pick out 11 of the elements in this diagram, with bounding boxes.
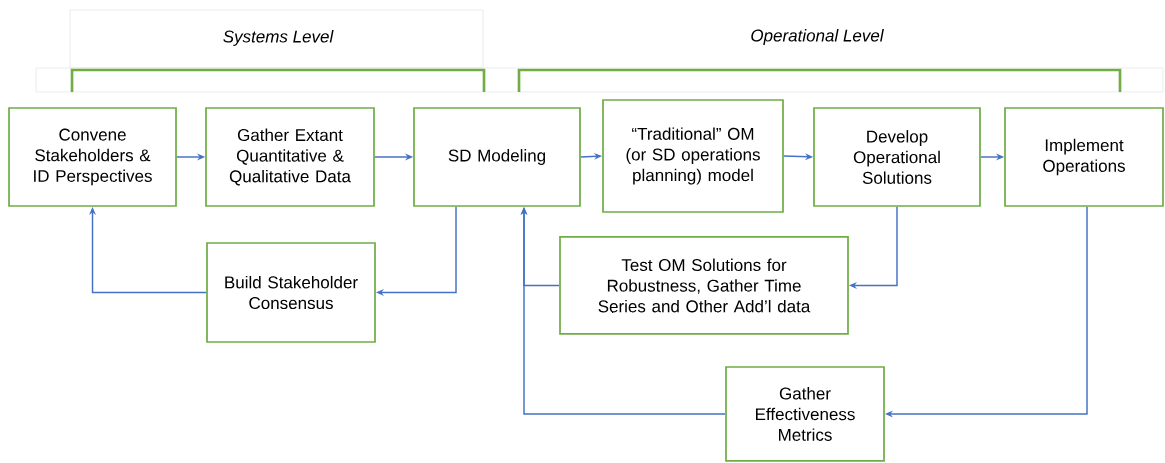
process-box: Develop Operational Solutions: [813, 107, 981, 207]
process-box: SD Modeling: [413, 107, 581, 207]
process-box: Gather Extant Quantitative & Qualitative Data: [205, 107, 375, 207]
level-label: Operational Level: [751, 29, 884, 45]
process-box: “Traditional” OM (or SD operations planning) model: [602, 99, 784, 213]
process-box: Convene Stakeholders & ID Perspectives: [8, 107, 177, 207]
process-box: Build Stakeholder Consensus: [206, 242, 376, 343]
process-box: Test OM Solutions for Robustness, Gather Time Series and Other Add’l data: [559, 236, 849, 335]
level-label: Systems Level: [223, 30, 334, 46]
process-box: Implement Operations: [1004, 107, 1164, 207]
process-box: Gather Effectiveness Metrics: [725, 366, 885, 462]
